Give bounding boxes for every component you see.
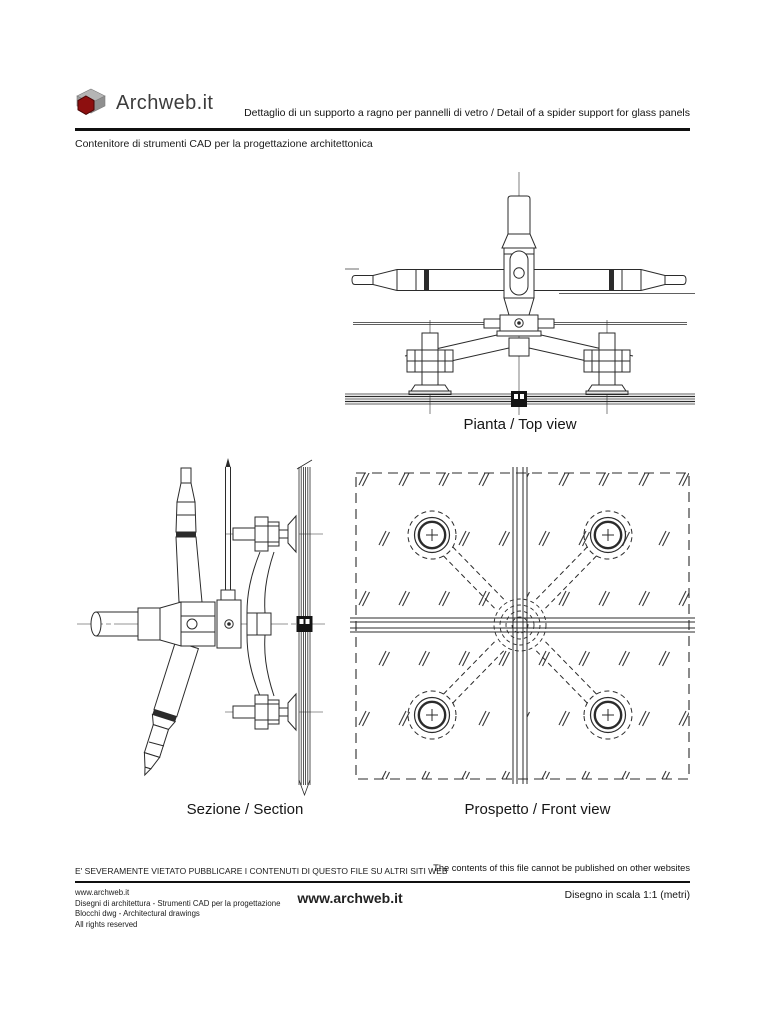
footer-info-block: www.archweb.it Disegni di architettura -…: [75, 888, 280, 930]
footer-rights-line: All rights reserved: [75, 919, 138, 929]
page-subtitle: Contenitore di strumenti CAD per la prog…: [75, 138, 373, 150]
footer-notice-italian: E' SEVERAMENTE VIETATO PUBBLICARE I CONT…: [75, 866, 448, 876]
archweb-logo-icon: [76, 88, 106, 115]
front-view-drawing: [350, 462, 695, 787]
footer-notice-english: The contents of this file cannot be publ…: [433, 863, 690, 873]
page-title: Dettaglio di un supporto a ragno per pan…: [244, 107, 690, 119]
section-drawing: [75, 455, 325, 800]
logo-text: Archweb.it: [116, 91, 214, 114]
archweb-logo: Archweb.it: [75, 88, 213, 118]
footer-info-line: Disegni di architettura - Strumenti CAD …: [75, 898, 281, 908]
footer-website: www.archweb.it: [297, 890, 403, 906]
section-label: Sezione / Section: [186, 801, 304, 818]
top-view-drawing: [345, 172, 695, 415]
footer-divider: [75, 881, 690, 883]
header-divider: [75, 128, 690, 131]
footer-site-url: www.archweb.it: [75, 888, 130, 897]
front-view-label: Prospetto / Front view: [464, 801, 611, 818]
top-view-label: Pianta / Top view: [463, 416, 577, 433]
footer-info-line: Blocchi dwg - Architectural drawings: [75, 909, 200, 918]
footer-scale-note: Disegno in scala 1:1 (metri): [564, 890, 690, 901]
